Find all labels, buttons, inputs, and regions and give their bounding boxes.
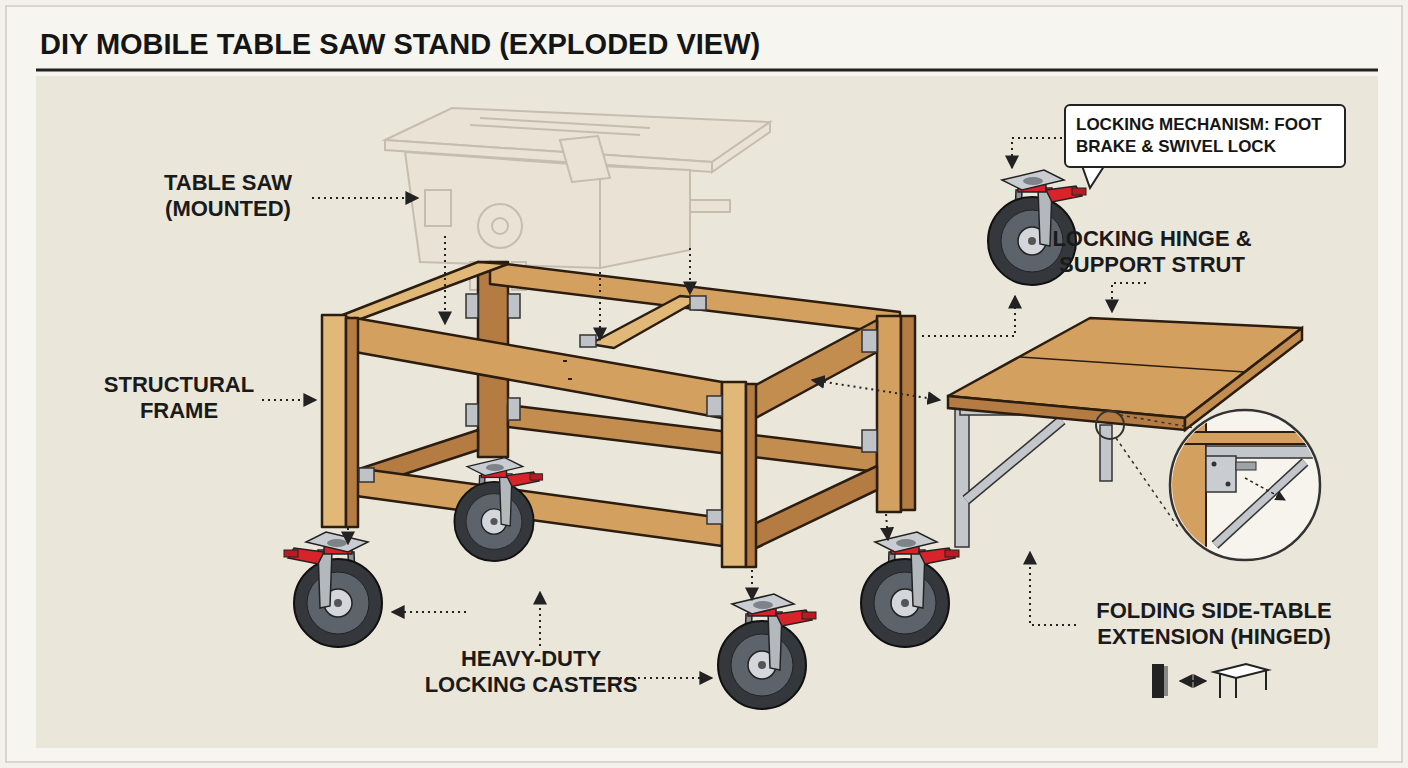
hinge-detail: [1226, 482, 1231, 487]
metal-bracket: [862, 430, 877, 452]
callout-box: LOCKING MECHANISM: FOOT BRAKE & SWIVEL L…: [1064, 104, 1346, 168]
structural-frame: [752, 466, 877, 550]
leader-line: [922, 296, 1015, 336]
table-saw: [425, 190, 451, 226]
side-table: [1120, 415, 1195, 428]
hinge-detail: [1245, 478, 1285, 500]
structural-frame: [355, 318, 722, 418]
hinge-detail: [1206, 456, 1236, 492]
side-table: [955, 405, 969, 547]
table-saw: [480, 118, 650, 128]
structural-frame: [322, 315, 346, 527]
side-table: [1100, 425, 1112, 481]
hinge-detail: [1160, 432, 1330, 444]
drawing-panel: [36, 76, 1378, 748]
structural-frame: [752, 320, 877, 420]
caster: [861, 532, 959, 647]
leader-line: [312, 197, 418, 199]
leader-line: [1112, 283, 1146, 312]
leader-line: [886, 514, 888, 540]
structural-frame: [722, 382, 746, 567]
callout-text: LOCKING MECHANISM: FOOT BRAKE & SWIVEL L…: [1076, 114, 1334, 158]
structural-frame: [901, 316, 915, 510]
title-rule: [36, 69, 1378, 72]
part-label: TABLE SAW (MOUNTED): [146, 170, 310, 222]
caster: [718, 594, 816, 709]
metal-bracket: [707, 510, 722, 524]
fold-icon: [1164, 666, 1168, 696]
part-label: STRUCTURAL FRAME: [96, 372, 262, 424]
side-table: [1096, 411, 1124, 439]
side-table: [1020, 357, 1245, 372]
table-saw: [600, 166, 690, 268]
leader-line: [392, 611, 466, 613]
metal-bracket: [862, 330, 877, 352]
metal-bracket: [359, 294, 877, 524]
metal-bracket: [580, 335, 596, 347]
leader-line: [1012, 138, 1062, 168]
table-saw: [385, 108, 770, 290]
structural-frame: [590, 296, 702, 348]
structural-frame: [346, 318, 358, 527]
fold-icon: [1152, 664, 1268, 698]
structural-frame: [508, 405, 877, 472]
leader-line: [444, 236, 446, 324]
part-label: FOLDING SIDE-TABLE EXTENSION (HINGED): [1074, 598, 1354, 650]
structural-frame: [322, 262, 915, 567]
leader-line: [1030, 552, 1076, 625]
table-saw: [560, 136, 610, 182]
side-table: [966, 420, 1062, 500]
hinge-detail: [1236, 462, 1256, 470]
structural-frame: [563, 360, 567, 362]
hinge-detail: [1200, 559, 1232, 561]
hinge-detail: [1160, 400, 1330, 590]
metal-bracket: [707, 396, 722, 416]
leader-line: [262, 138, 1146, 678]
leader-line: [599, 272, 601, 340]
caster: [284, 532, 382, 647]
table-saw: [478, 204, 522, 248]
structural-frame: [340, 262, 508, 320]
leader-line: [751, 570, 753, 600]
leader-line: [812, 380, 940, 400]
metal-bracket: [508, 294, 520, 318]
fold-icon: [1235, 678, 1237, 698]
diagram-title: DIY MOBILE TABLE SAW STAND (EXPLODED VIE…: [40, 28, 760, 61]
leader-line: [539, 592, 541, 646]
leader-line: [262, 399, 316, 401]
structural-frame: [568, 378, 572, 380]
metal-bracket: [508, 398, 520, 420]
metal-bracket: [466, 294, 478, 318]
metal-bracket: [359, 468, 374, 482]
caster: [454, 458, 542, 561]
leader-line: [347, 528, 349, 544]
fold-icon: [1219, 674, 1221, 698]
metal-bracket: [690, 296, 706, 310]
table-saw: [690, 200, 730, 212]
structural-frame: [490, 262, 900, 334]
hinge-detail: [1160, 400, 1330, 590]
part-label: HEAVY-DUTY LOCKING CASTERS: [420, 646, 642, 698]
metal-bracket: [466, 404, 478, 426]
side-table: [948, 396, 1185, 430]
fold-icon: [1214, 664, 1268, 678]
fold-icon: [1265, 671, 1267, 690]
fold-icon: [1152, 664, 1164, 698]
table-saw: [492, 218, 508, 234]
page-frame: [6, 6, 1402, 762]
structural-frame: [877, 316, 901, 512]
fold-icon: [1180, 680, 1206, 682]
leader-line: [689, 248, 691, 294]
hinge-detail: [1212, 462, 1217, 467]
part-label: LOCKING HINGE & SUPPORT STRUT: [1046, 226, 1258, 278]
side-table: [966, 420, 1062, 500]
hinge-detail: [1168, 400, 1206, 590]
structural-frame: [746, 384, 756, 567]
table-saw: [712, 122, 770, 172]
